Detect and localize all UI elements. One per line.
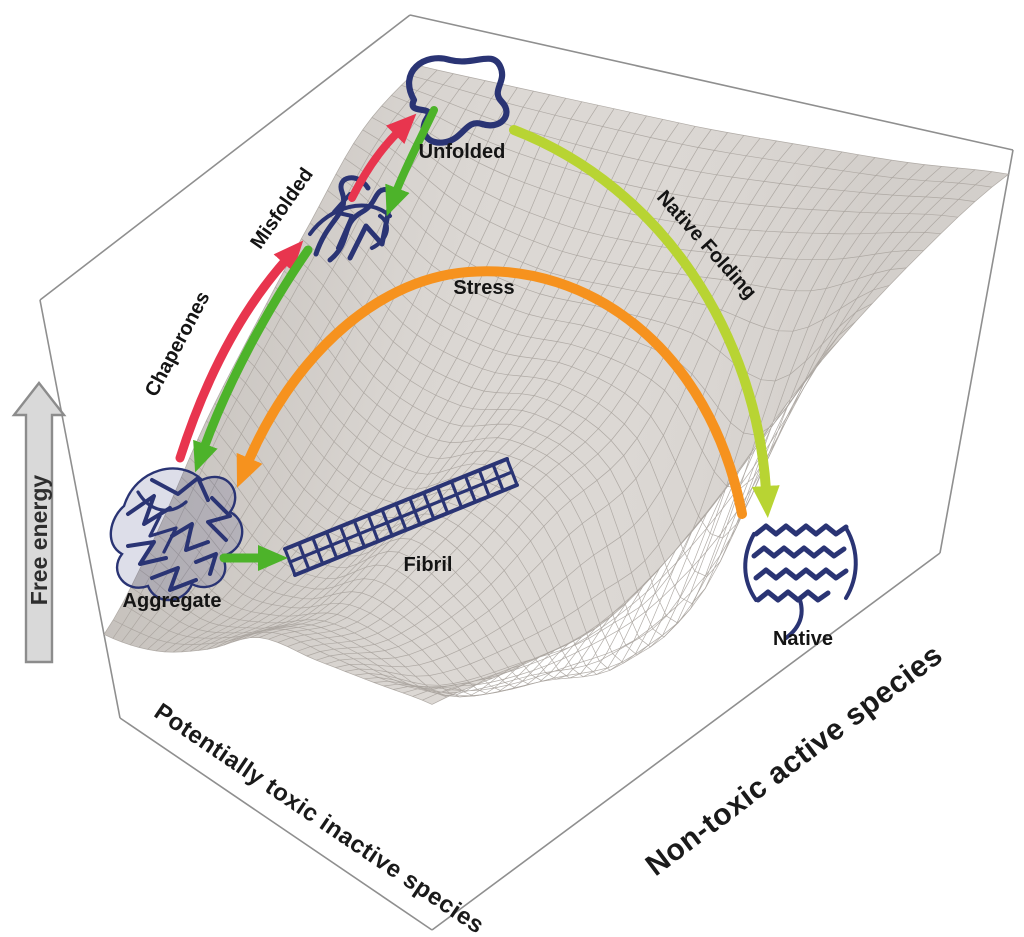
transition-arrows: [175, 106, 780, 571]
native-protein-structure: [743, 523, 858, 640]
aggregate-protein-structure: [109, 467, 244, 602]
energy-surface: [103, 65, 1009, 705]
axes-box: [39, 14, 1014, 931]
free-energy-up-arrow-icon: [11, 381, 67, 664]
native-label: Native: [773, 628, 833, 650]
box-left-vertical-edge: [39, 299, 121, 719]
native-folding-arrow-yellowgreen: [509, 125, 780, 518]
fibril-label: Fibril: [404, 554, 453, 576]
unfolded-to-misfolded-arrow-green: [385, 106, 438, 217]
box-bottom-left-edge: [119, 717, 433, 931]
box-back-left-edge: [39, 14, 411, 301]
protein-structures: [109, 55, 858, 640]
stress-label: Stress: [453, 277, 514, 299]
stress-arrow-orange: [236, 266, 747, 519]
box-back-right-edge: [409, 14, 1014, 151]
aggregate-label: Aggregate: [123, 590, 222, 612]
chaperones-arrow-red: [175, 240, 304, 463]
box-right-vertical-edge: [939, 149, 1014, 554]
free-energy-axis: Free energy: [11, 381, 67, 664]
misfolded-protein-structure: [308, 175, 395, 263]
x-axis-label: Potentially toxic inactive species: [149, 698, 489, 937]
free-energy-axis-label: Free energy: [26, 475, 52, 606]
box-bottom-right-edge: [431, 552, 941, 931]
misfolded-to-aggregate-arrow-green: [193, 245, 313, 473]
y-axis-label: Non-toxic active species: [640, 638, 949, 882]
unfolded-label: Unfolded: [419, 141, 506, 163]
surface-shading: [104, 66, 1009, 705]
misfolded-to-unfolded-arrow-red: [348, 113, 417, 202]
